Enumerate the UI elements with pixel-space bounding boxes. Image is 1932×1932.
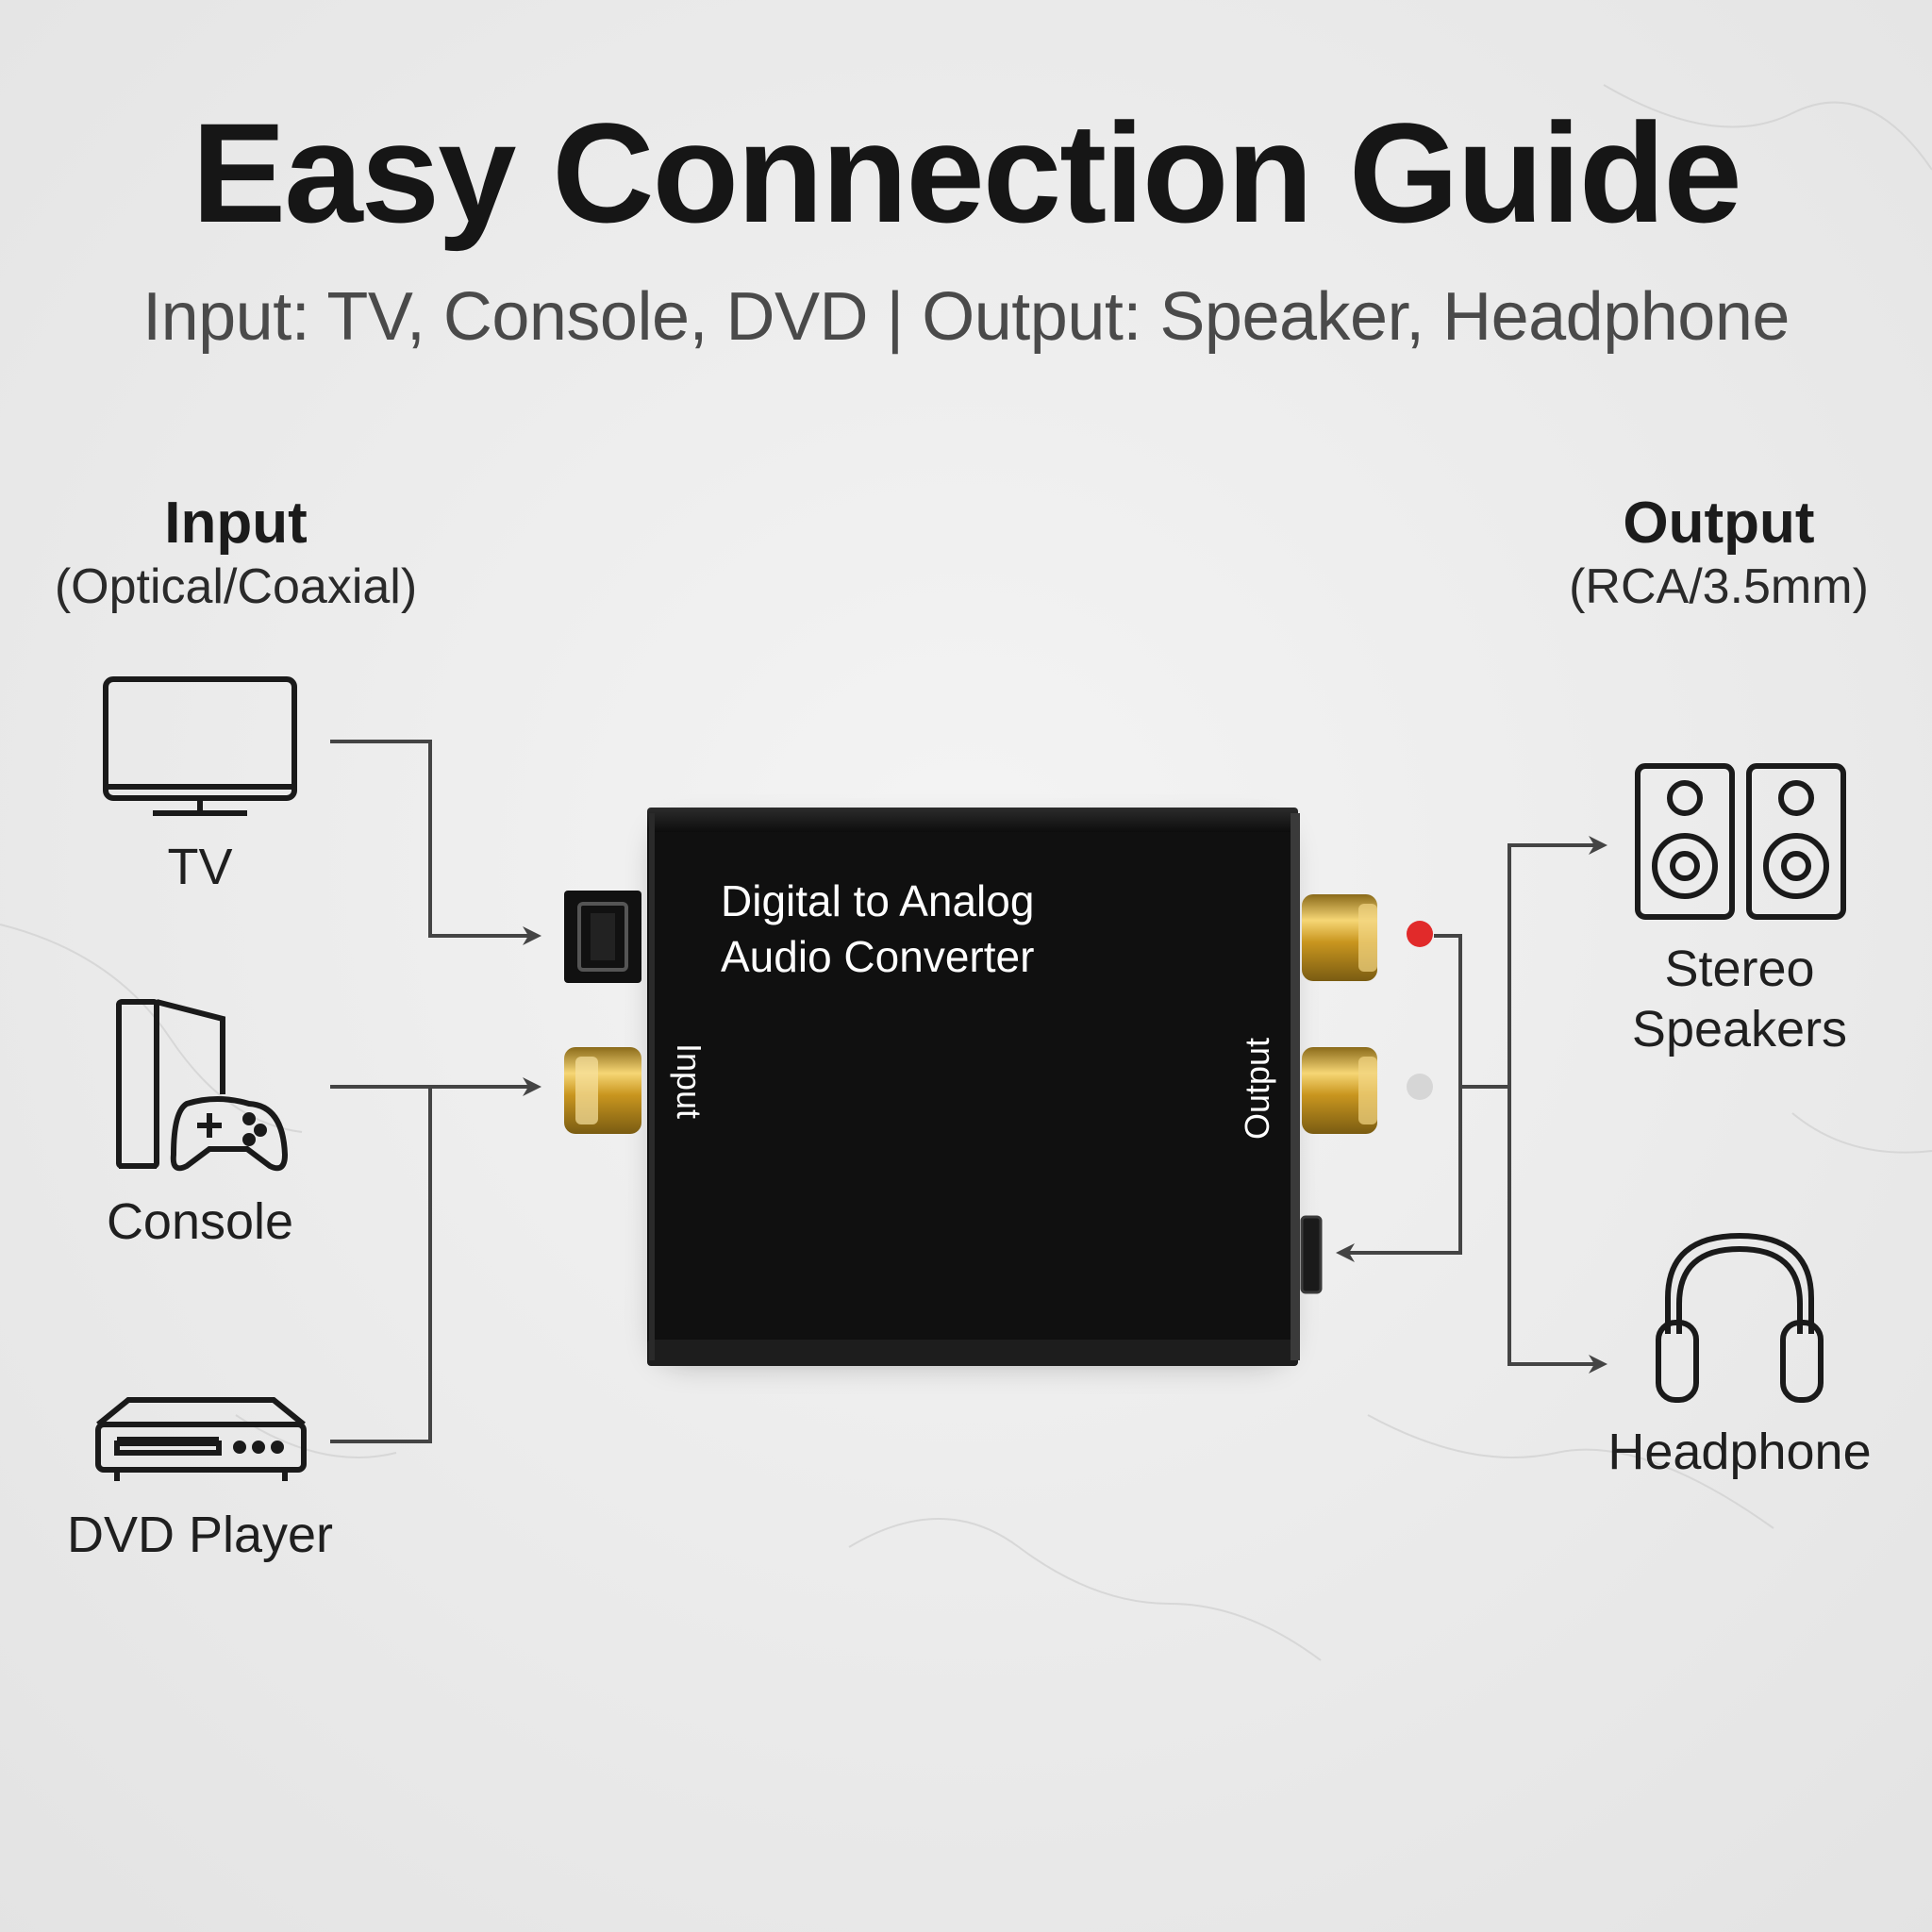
tv-icon (103, 676, 297, 816)
connection-lines (330, 740, 1607, 1443)
rca-output-jacks (1302, 894, 1377, 1134)
headphone-icon (1656, 1232, 1824, 1403)
page-title: Easy Connection Guide (192, 93, 1742, 252)
input-port-label: Input (670, 1042, 708, 1120)
output-group-title: Output (1623, 491, 1815, 556)
optical-input-port (564, 891, 641, 983)
output-group-subtitle: (RCA/3.5mm) (1569, 559, 1869, 614)
rca-output-line (1336, 934, 1462, 1262)
tv-label: TV (167, 839, 233, 895)
stereo-speakers-icon (1635, 763, 1846, 920)
game-console-icon (116, 999, 289, 1172)
output-port-label: Output (1238, 1037, 1276, 1141)
page-subtitle: Input: TV, Console, DVD | Output: Speake… (142, 279, 1790, 355)
red-channel-dot (1407, 921, 1433, 947)
dvd-player-icon (95, 1397, 307, 1481)
output-to-speakers-line (1460, 836, 1607, 1089)
coaxial-input-port (564, 1047, 641, 1134)
converter-label-line1: Digital to Analog (721, 876, 1035, 925)
aux-3.5mm-port (1300, 1215, 1323, 1294)
input-group-title: Input (164, 491, 308, 556)
converter-box (647, 808, 1300, 1366)
console-label: Console (106, 1193, 294, 1250)
white-channel-dot (1407, 1074, 1433, 1100)
stereo-speakers-label-line2: Speakers (1631, 1001, 1848, 1058)
input-group-subtitle: (Optical/Coaxial) (54, 559, 418, 614)
converter-label-line2: Audio Converter (721, 932, 1035, 981)
tv-optical-line (330, 740, 541, 945)
stereo-speakers-label-line1: Stereo (1664, 941, 1815, 997)
dvd-player-label: DVD Player (66, 1507, 334, 1563)
dvd-line (330, 1087, 432, 1443)
output-to-headphone-line (1507, 1087, 1607, 1374)
headphone-label: Headphone (1607, 1424, 1872, 1480)
